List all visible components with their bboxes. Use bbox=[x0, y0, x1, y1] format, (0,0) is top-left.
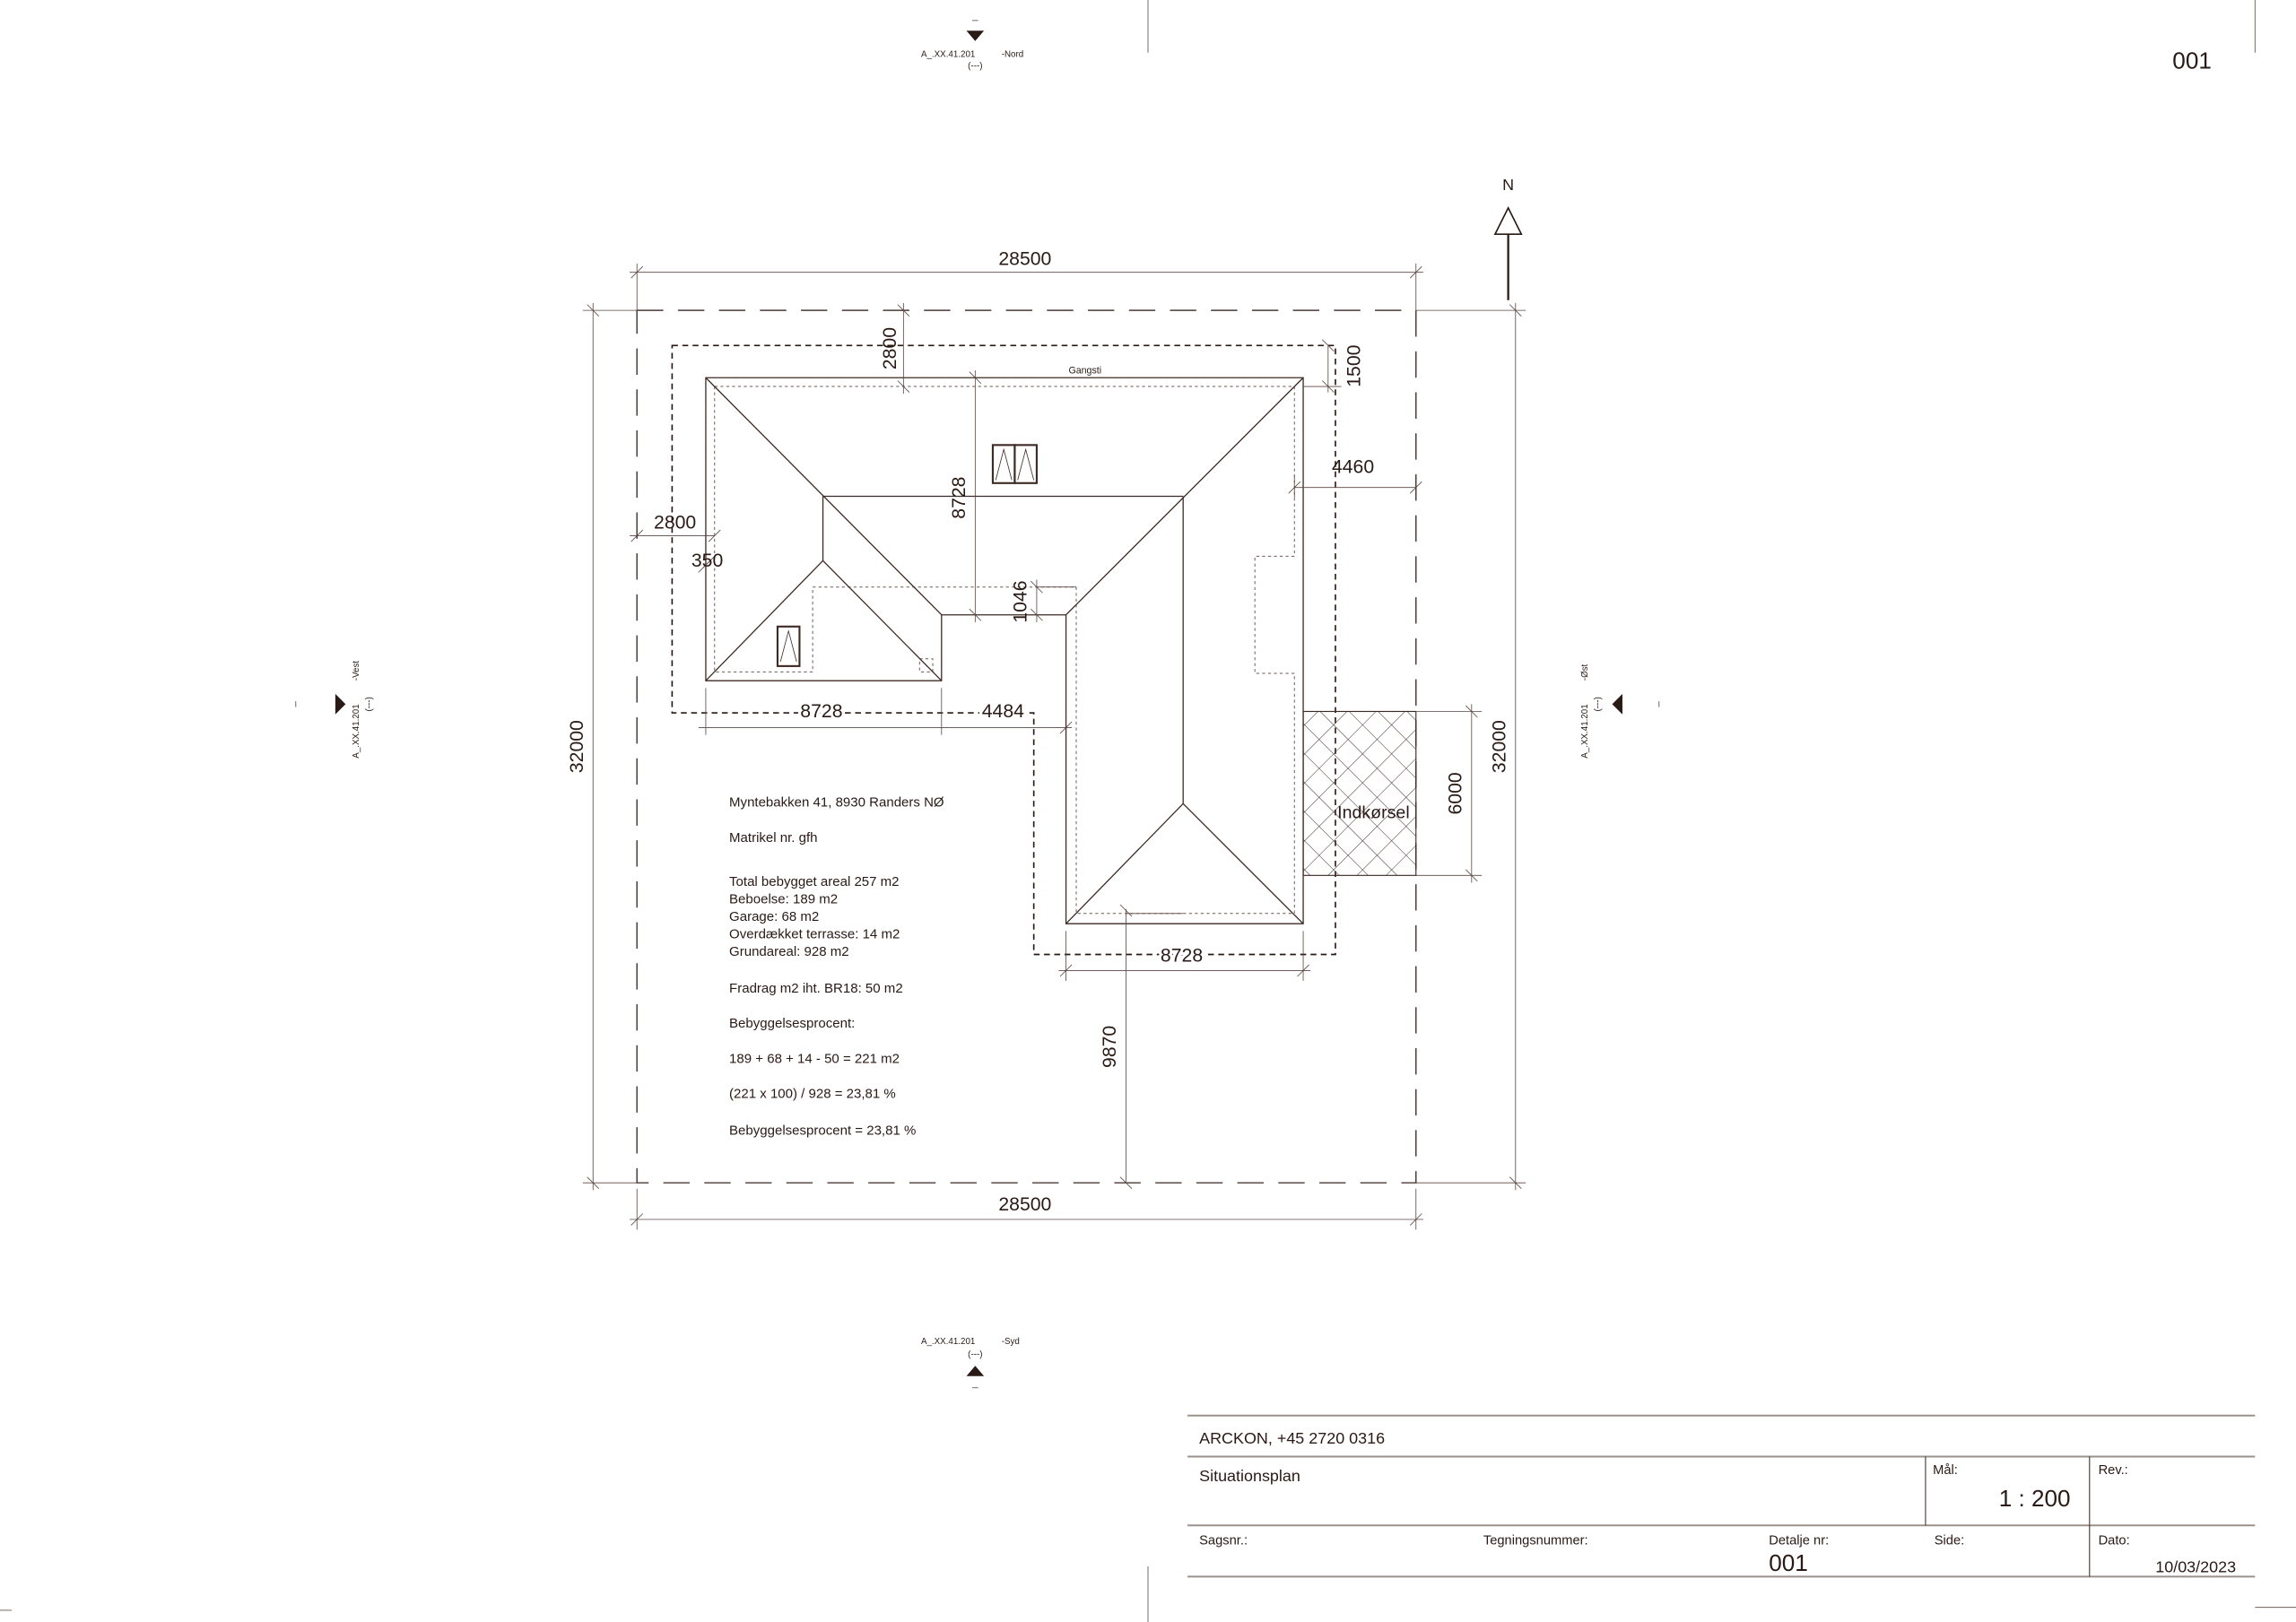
sections-nord-ref: A_.XX.41.201 bbox=[921, 50, 975, 60]
roof-plan bbox=[705, 377, 1304, 924]
north-arrow-icon: N bbox=[1493, 176, 1523, 300]
drawing-number-label: Tegningsnummer: bbox=[1483, 1533, 1588, 1548]
sections-syd-sub: (---) bbox=[968, 1349, 982, 1359]
path-label: Gangsti bbox=[1069, 365, 1102, 376]
dim-left-height: 32000 bbox=[567, 720, 587, 773]
sections-nord-sub: (---) bbox=[968, 62, 982, 72]
notes-11: Bebyggelsesprocent = 23,81 % bbox=[729, 1123, 916, 1138]
section-marker-vest: A_.XX.41.201 -Vest (---) bbox=[295, 661, 375, 759]
roof-window-icon bbox=[776, 625, 801, 667]
sections-nord-dir: -Nord bbox=[1002, 50, 1023, 60]
detail-value: 001 bbox=[1769, 1549, 1808, 1576]
title-block: ARCKON, +45 2720 0316 Situationsplan Mål… bbox=[1187, 1414, 2256, 1578]
notes-7: Fradrag m2 iht. BR18: 50 m2 bbox=[729, 981, 903, 996]
notes-2: Total bebygget areal 257 m2 bbox=[729, 874, 899, 889]
dimension-labels: 28500 28500 32000 32000 2800 1500 4460 2… bbox=[567, 249, 1510, 1216]
scale-label: Mål: bbox=[1933, 1463, 1958, 1478]
dim-south-setback: 9870 bbox=[1100, 1026, 1120, 1068]
section-marker-ost: A_.XX.41.201 -Øst (---) bbox=[1580, 664, 1660, 759]
notes-5: Overdækket terrasse: 14 m2 bbox=[729, 927, 900, 942]
dim-4484: 4484 bbox=[982, 701, 1024, 722]
notes-6: Grundareal: 928 m2 bbox=[729, 944, 849, 959]
rev-label: Rev.: bbox=[2099, 1463, 2128, 1478]
dim-top-width: 28500 bbox=[998, 249, 1051, 270]
svg-text:A_.XX.41.201: A_.XX.41.201 bbox=[921, 50, 975, 60]
page-label: Side: bbox=[1935, 1533, 1964, 1548]
north_label: N bbox=[1502, 176, 1514, 194]
notes-9: 189 + 68 + 14 - 50 = 221 m2 bbox=[729, 1051, 900, 1066]
dim-bottom-width: 28500 bbox=[998, 1194, 1051, 1215]
sheet-number: 001 bbox=[2172, 48, 2212, 74]
sections-ost-dir: -Øst bbox=[1580, 664, 1590, 681]
sections-vest-dir: -Vest bbox=[352, 661, 361, 681]
sections-ost-ref: A_.XX.41.201 bbox=[1580, 704, 1590, 758]
notes-1: Matrikel nr. gfh bbox=[729, 830, 817, 846]
site-notes: Myntebakken 41, 8930 Randers NØ Matrikel… bbox=[729, 795, 944, 1139]
dimension-lines bbox=[582, 263, 1526, 1230]
dim-right-height: 32000 bbox=[1489, 720, 1509, 773]
dim-north-setback: 2800 bbox=[880, 327, 900, 369]
notes-3: Beboelse: 189 m2 bbox=[729, 891, 838, 906]
date-label: Dato: bbox=[2099, 1533, 2130, 1548]
dim-driveway: 6000 bbox=[1445, 772, 1465, 814]
company-info: ARCKON, +45 2720 0316 bbox=[1199, 1429, 1385, 1447]
section-marker-syd: A_.XX.41.201 -Syd (---) bbox=[921, 1337, 1020, 1389]
wall-outline bbox=[714, 386, 1295, 915]
roof-window-icon bbox=[991, 444, 1038, 484]
notes-0: Myntebakken 41, 8930 Randers NØ bbox=[729, 795, 944, 811]
driveway-label: Indkørsel bbox=[1337, 803, 1410, 823]
date-value: 10/03/2023 bbox=[2155, 1557, 2236, 1575]
dim-house-width: 8728 bbox=[800, 701, 842, 722]
scale-value: 1 : 200 bbox=[1999, 1485, 2071, 1512]
dim-west-setback: 2800 bbox=[654, 512, 696, 533]
dim-house-depth: 8728 bbox=[949, 477, 970, 519]
notes-8: Bebyggelsesprocent: bbox=[729, 1016, 855, 1031]
case-label: Sagsnr.: bbox=[1199, 1533, 1248, 1548]
setback-line bbox=[671, 344, 1336, 956]
dim-ne-offset: 1500 bbox=[1344, 345, 1365, 387]
detail-label: Detalje nr: bbox=[1769, 1533, 1829, 1548]
driveway-area bbox=[1302, 710, 1417, 876]
sections-syd-dir: -Syd bbox=[1002, 1337, 1020, 1347]
dim-east-setback: 4460 bbox=[1332, 456, 1374, 477]
section-marker-nord: A_.XX.41.201 -Nord (---) bbox=[921, 20, 1023, 72]
sections-vest-ref: A_.XX.41.201 bbox=[352, 704, 361, 758]
sections-ost-sub: (---) bbox=[1593, 697, 1603, 711]
notes-4: Garage: 68 m2 bbox=[729, 909, 819, 924]
dim-eave: 350 bbox=[691, 551, 723, 571]
sections-syd-ref: A_.XX.41.201 bbox=[921, 1337, 975, 1347]
sections-vest-sub: (---) bbox=[365, 697, 375, 711]
drawing-title: Situationsplan bbox=[1199, 1467, 1300, 1485]
notes-10: (221 x 100) / 928 = 23,81 % bbox=[729, 1087, 896, 1102]
dim-garage-width: 8728 bbox=[1161, 946, 1203, 967]
dim-step: 1046 bbox=[1010, 580, 1031, 622]
